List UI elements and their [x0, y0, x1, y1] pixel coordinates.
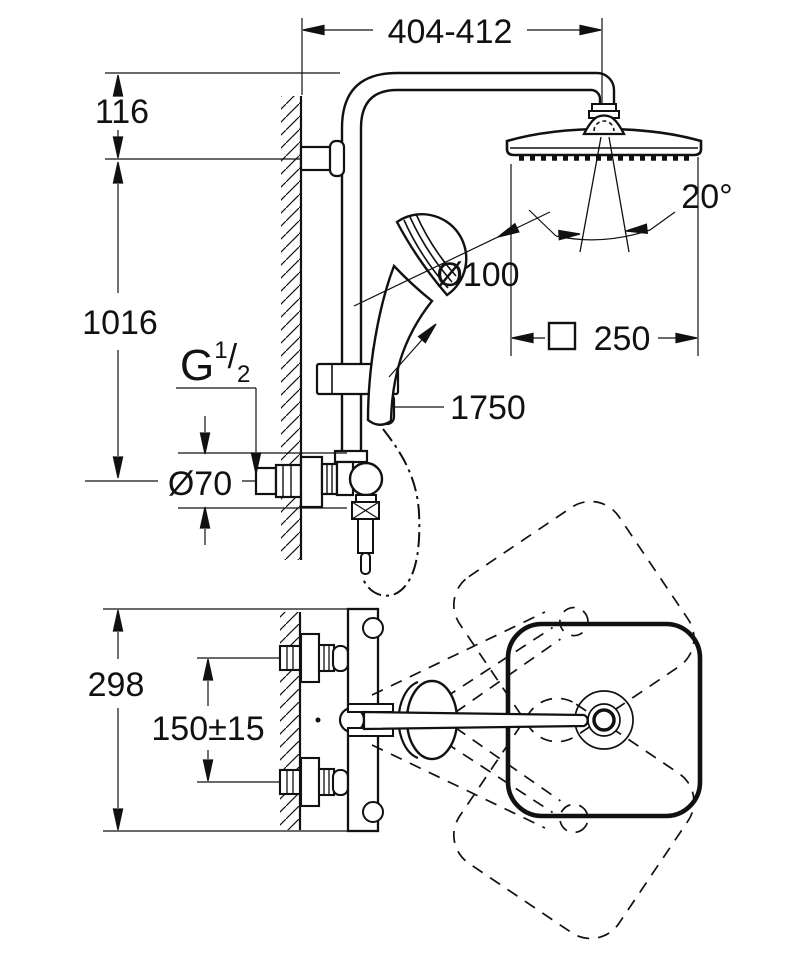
riser-pipe: [340, 71, 597, 462]
thread-base: G: [180, 341, 214, 390]
knob-top-plan: [362, 617, 384, 639]
swivel-spread-lines: [371, 611, 546, 829]
pipe-clamp: [328, 139, 346, 178]
thread-sub: 2: [237, 361, 250, 388]
valve-knob: [348, 461, 384, 497]
thread-slash: /: [228, 338, 238, 376]
dim-top-width: 404-412: [388, 13, 513, 51]
dim-hose-length: 1750: [450, 389, 526, 427]
hub-inner-ring: [592, 708, 616, 732]
shower-hose: [362, 428, 421, 597]
plan-dimensions: [112, 609, 214, 831]
supply-nipple: [254, 466, 278, 496]
reference-lines: [85, 18, 699, 482]
valve-flange: [299, 455, 324, 509]
arm-flange: [591, 103, 617, 112]
dim-supply-spacing: 150±15: [151, 710, 264, 748]
front-view: [85, 18, 703, 597]
hose-outlet: [355, 494, 377, 503]
arm-plate-top: [347, 703, 394, 713]
dimension-labels: 404-412 116 1016 G1/2 Ø70 Ø100 1750 20° …: [82, 13, 733, 748]
dim-system-height: 1016: [82, 304, 158, 342]
spray-cone-lines: [579, 136, 630, 253]
dim-holder-offset: 116: [95, 93, 149, 131]
hose-connector: [357, 518, 374, 554]
dim-escutcheon-diameter: Ø70: [168, 465, 232, 503]
centerline-dot: [315, 717, 321, 723]
supply-fitting-top: [278, 632, 350, 684]
ball-joint-dashed: [593, 120, 615, 132]
thread-sup: 1: [214, 337, 227, 364]
supply-hex: [274, 463, 303, 499]
valve-nut: [320, 462, 339, 496]
dim-head-width: 250: [594, 320, 651, 358]
arm-elbow: [590, 71, 616, 104]
dim-spray-angle: 20°: [681, 178, 732, 216]
shower-arm-plan: [362, 710, 589, 731]
hose-connector-tip: [360, 552, 371, 575]
plan-view: [103, 487, 709, 953]
handshower-handle: [366, 263, 434, 426]
dim-thread: G1/2: [180, 337, 250, 390]
dim-projection: 298: [88, 666, 145, 704]
dim-handshower-diameter: Ø100: [436, 256, 519, 294]
handshower-face-lines: [403, 213, 457, 289]
supply-fitting-bottom: [278, 756, 350, 808]
knob-bottom-plan: [362, 801, 384, 823]
wall-hatching-plan: [280, 612, 300, 830]
wall-hatching: [281, 96, 301, 560]
square-symbol: [547, 321, 577, 351]
front-dimensions: [112, 24, 698, 545]
